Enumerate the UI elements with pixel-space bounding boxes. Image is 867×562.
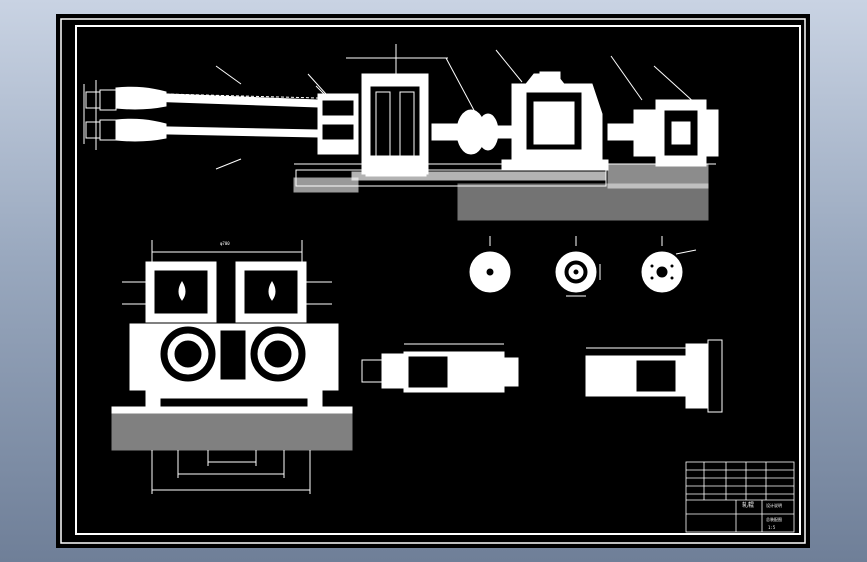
roll-sections	[469, 236, 697, 297]
roll-stand	[317, 44, 448, 177]
side-elevation	[111, 240, 353, 494]
title-block	[685, 461, 795, 533]
cad-drawing-canvas	[60, 18, 806, 544]
gear-box	[431, 49, 609, 171]
title-name: 轧辊	[742, 502, 755, 509]
inner-frame	[75, 25, 801, 535]
title-school-label: 设计说明	[766, 503, 782, 508]
plan-views	[361, 339, 723, 413]
spindles	[83, 65, 335, 170]
right-plan	[585, 339, 723, 413]
roll-section-a	[469, 236, 511, 293]
foundation	[293, 163, 716, 221]
dimension-label: φ700	[220, 241, 230, 246]
front-elevation	[83, 44, 719, 221]
left-plan	[361, 343, 519, 393]
roll-section-b	[555, 236, 601, 297]
drawing-sheet: 轧辊 总装配图 设计说明 1:5 φ700	[56, 14, 810, 548]
title-drawing-label: 总装配图	[766, 517, 782, 522]
roll-section-c	[641, 236, 697, 293]
motor	[607, 55, 719, 167]
outer-frame	[60, 18, 806, 544]
title-scale-label: 1:5	[768, 525, 776, 530]
